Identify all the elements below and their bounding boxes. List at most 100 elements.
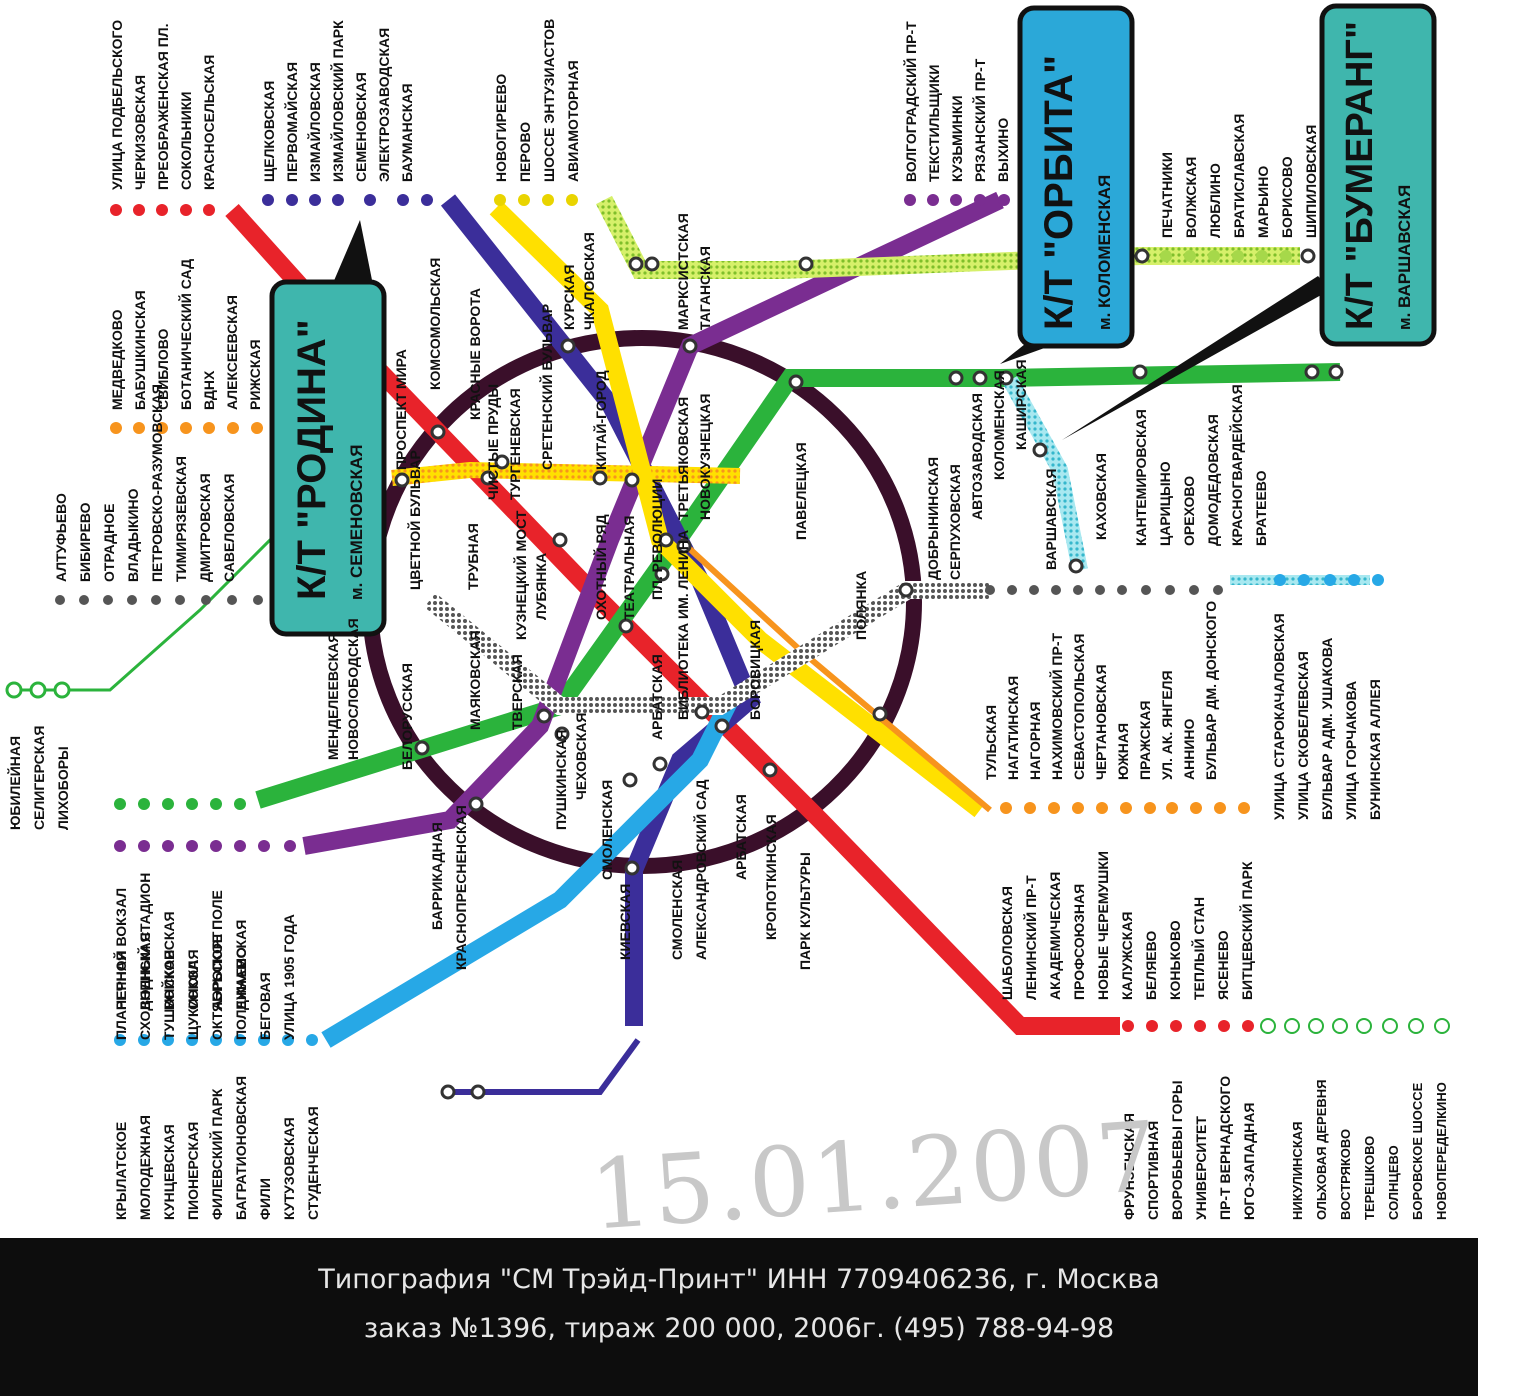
station-label-taganskaya: ТАГАНСКАЯ [697,246,713,330]
station-label: БУЛЬВАР АДМ. УШАКОВА [1319,638,1335,820]
station-label: ПЕЧАТНИКИ [1159,152,1175,238]
station-label-krasnye-vorota: КРАСНЫЕ ВОРОТА [467,288,483,420]
station-label-kakhovskaya: КАХОВСКАЯ [1093,453,1109,540]
station-label: СПОРТИВНАЯ [1145,1121,1161,1220]
station-label-lubyanka: ЛУБЯНКА [533,553,549,620]
station-label-chkalovskaya: ЧКАЛОВСКАЯ [581,232,597,330]
station-label: ФИЛИ [257,1178,273,1220]
station-label: НОВОПЕРЕДЕЛКИНО [1434,1082,1449,1220]
station-label: ПРЕОБРАЖЕНСКАЯ ПЛ. [155,23,171,190]
station-label: БЕГОВАЯ [257,972,273,1040]
station-label-kuznetsky: КУЗНЕЦКИЙ МОСТ [512,510,529,640]
station-label: КРАСНОГВАРДЕЙСКАЯ [1228,384,1245,546]
station-label: НАГАТИНСКАЯ [1005,676,1021,780]
station-label-tretyakovskaya: ТРЕТЬЯКОВСКАЯ [675,397,691,520]
station-label: УЛИЦА 1905 ГОДА [281,914,297,1040]
station-label-marksistskaya: МАРКСИСТСКАЯ [675,213,691,330]
station-label: КУЗЬМИНКИ [949,95,965,182]
station-label: ЛЕНИНСКИЙ ПР-Т [1022,875,1039,1000]
station-label-paveletskaya: ПАВЕЛЕЦКАЯ [793,442,809,540]
station-label: ПРОФСОЮЗНАЯ [1071,884,1087,1000]
station-label-biblioteka: БИБЛИОТЕКА ИМ. ЛЕНИНА [675,530,691,720]
station-label: БИТЦЕВСКИЙ ПАРК [1238,861,1255,1000]
station-label-sretensky: СРЕТЕНСКИЙ БУЛЬВАР [538,304,555,470]
station-label: БОРОВСКОЕ ШОССЕ [1410,1082,1425,1220]
station-label-arbatskaya2: АРБАТСКАЯ [733,794,749,880]
station-label-borovitskaya: БОРОВИЦКАЯ [747,620,763,720]
callout-orbita: К/Т "ОРБИТА" м. КОЛОМЕНСКАЯ [1000,5,1135,364]
station-label-pl-revolyutsii: ПЛ. РЕВОЛЮЦИИ [649,479,665,600]
station-label: РЯЗАНСКИЙ ПР-Т [971,58,988,182]
callout-bumerang: К/Т "БУМЕРАНГ" м. ВАРШАВСКАЯ [1062,3,1437,440]
station-label: ПРАЖСКАЯ [1137,701,1153,780]
station-label: ШАБОЛОВСКАЯ [999,886,1015,1000]
orbita-title: К/Т "ОРБИТА" [1037,55,1081,330]
station-label: ПЕРОВО [517,122,533,182]
station-label: ИЗМАЙЛОВСКАЯ [306,62,323,182]
station-label-kropotkinskaya: КРОПОТКИНСКАЯ [763,814,779,940]
station-label-belorusskaya: БЕЛОРУССКАЯ [399,663,415,770]
station-label: ТИМИРЯЗЕВСКАЯ [173,456,189,582]
station-label: КРАСНОСЕЛЬСКАЯ [201,55,217,190]
rodina-title: К/Т "РОДИНА" [290,319,334,600]
station-label: ЛЮБЛИНО [1207,163,1223,238]
station-label: ВОЙКОВСКАЯ [160,911,177,1010]
station-label: БУНИНСКАЯ АЛЛЕЯ [1367,679,1383,820]
station-label: АЛЕКСЕЕВСКАЯ [224,295,240,410]
station-label: МЕДВЕДКОВО [109,309,125,410]
station-label-kolomenskaya: КОЛОМЕНСКАЯ [991,370,1007,480]
station-label: МАРЬИНО [1255,166,1271,238]
bumerang-station: м. ВАРШАВСКАЯ [1395,185,1414,330]
orbita-station: м. КОЛОМЕНСКАЯ [1095,175,1114,330]
station-label-mendeleevskaya: МЕНДЕЛЕЕВСКАЯ [325,633,341,760]
purple-line [302,191,1004,855]
station-label: ЧЕРКИЗОВСКАЯ [132,75,148,190]
station-label: АКАДЕМИЧЕСКАЯ [1047,872,1063,1000]
station-label: БРАТИСЛАВСКАЯ [1231,114,1247,238]
station-label: СЕМЕНОВСКАЯ [353,72,369,182]
station-label-smolenskaya1: СМОЛЕНСКАЯ [599,780,615,880]
station-label: КАНТЕМИРОВСКАЯ [1133,409,1149,546]
station-label-varshavskaya: ВАРШАВСКАЯ [1043,469,1059,570]
station-label: ДОМОДЕДОВСКАЯ [1205,414,1221,546]
station-label: ПОЛЕЖАЕВСКАЯ [233,920,249,1040]
station-label-arbatskaya1: АРБАТСКАЯ [649,654,665,740]
station-label: САВЕЛОВСКАЯ [221,474,237,582]
station-label: ВЫХИНО [995,118,1011,182]
station-label: ПР-Т ВЕРНАДСКОГО [1217,1076,1233,1220]
station-label: УНИВЕРСИТЕТ [1193,1116,1209,1220]
station-label: ИЗМАЙЛОВСКИЙ ПАРК [329,20,346,182]
station-label: МОЛОДЕЖНАЯ [137,1115,153,1220]
station-label: ЭЛЕКТРОЗАВОДСКАЯ [376,28,392,182]
station-label-kurskaya: КУРСКАЯ [561,265,577,330]
station-label: ЩУКИНСКАЯ [185,949,201,1040]
station-label: БАГРАТИОНОВСКАЯ [233,1076,249,1220]
station-label: СЕВАСТОПОЛЬСКАЯ [1071,634,1087,780]
station-label-teatralnaya: ТЕАТРАЛЬНАЯ [621,516,637,620]
station-label-chistye-prudy: ЧИСТЫЕ ПРУДЫ [485,384,501,500]
station-label-kievskaya: КИЕВСКАЯ [617,884,633,960]
station-label: КОНЬКОВО [1167,920,1183,1000]
station-label: ШИПИЛОВСКАЯ [1303,125,1319,238]
station-label: ДИНАМО [233,947,249,1010]
station-label-tverskaya: ТВЕРСКАЯ [509,654,525,730]
station-label: ЮБИЛЕЙНАЯ [6,736,23,830]
station-label: КРЫЛАТСКОЕ [113,1122,129,1220]
station-label-komsomolskaya: КОМСОМОЛЬСКАЯ [427,258,443,390]
station-label: СВИБЛОВО [155,329,171,410]
station-label-prospekt-mira: ПРОСПЕКТ МИРА [393,349,409,470]
station-label: НОВЫЕ ЧЕРЕМУШКИ [1095,851,1111,1000]
station-label: УЛИЦА СТАРОКАЧАЛОВСКАЯ [1271,613,1287,820]
station-label: ПЛАНЕРНАЯ [113,951,129,1040]
station-label: ВОЛЖСКАЯ [1183,157,1199,238]
rodina-station: м. СЕМЕНОВСКАЯ [347,445,366,600]
station-label: НАХИМОВСКИЙ ПР-Т [1048,633,1065,780]
station-label-aleksandrovsky: АЛЕКСАНДРОВСКИЙ САД [692,780,709,960]
station-label: ЧЕРТАНОВСКАЯ [1093,664,1109,780]
terminal-dot-rows [5,194,1450,1046]
station-label: АЭРОПОРТ [209,931,225,1010]
station-label-mayakovskaya: МАЯКОВСКАЯ [467,630,483,730]
station-label: НАГОРНАЯ [1027,702,1043,780]
station-label: СЕЛИГЕРСКАЯ [31,726,47,830]
